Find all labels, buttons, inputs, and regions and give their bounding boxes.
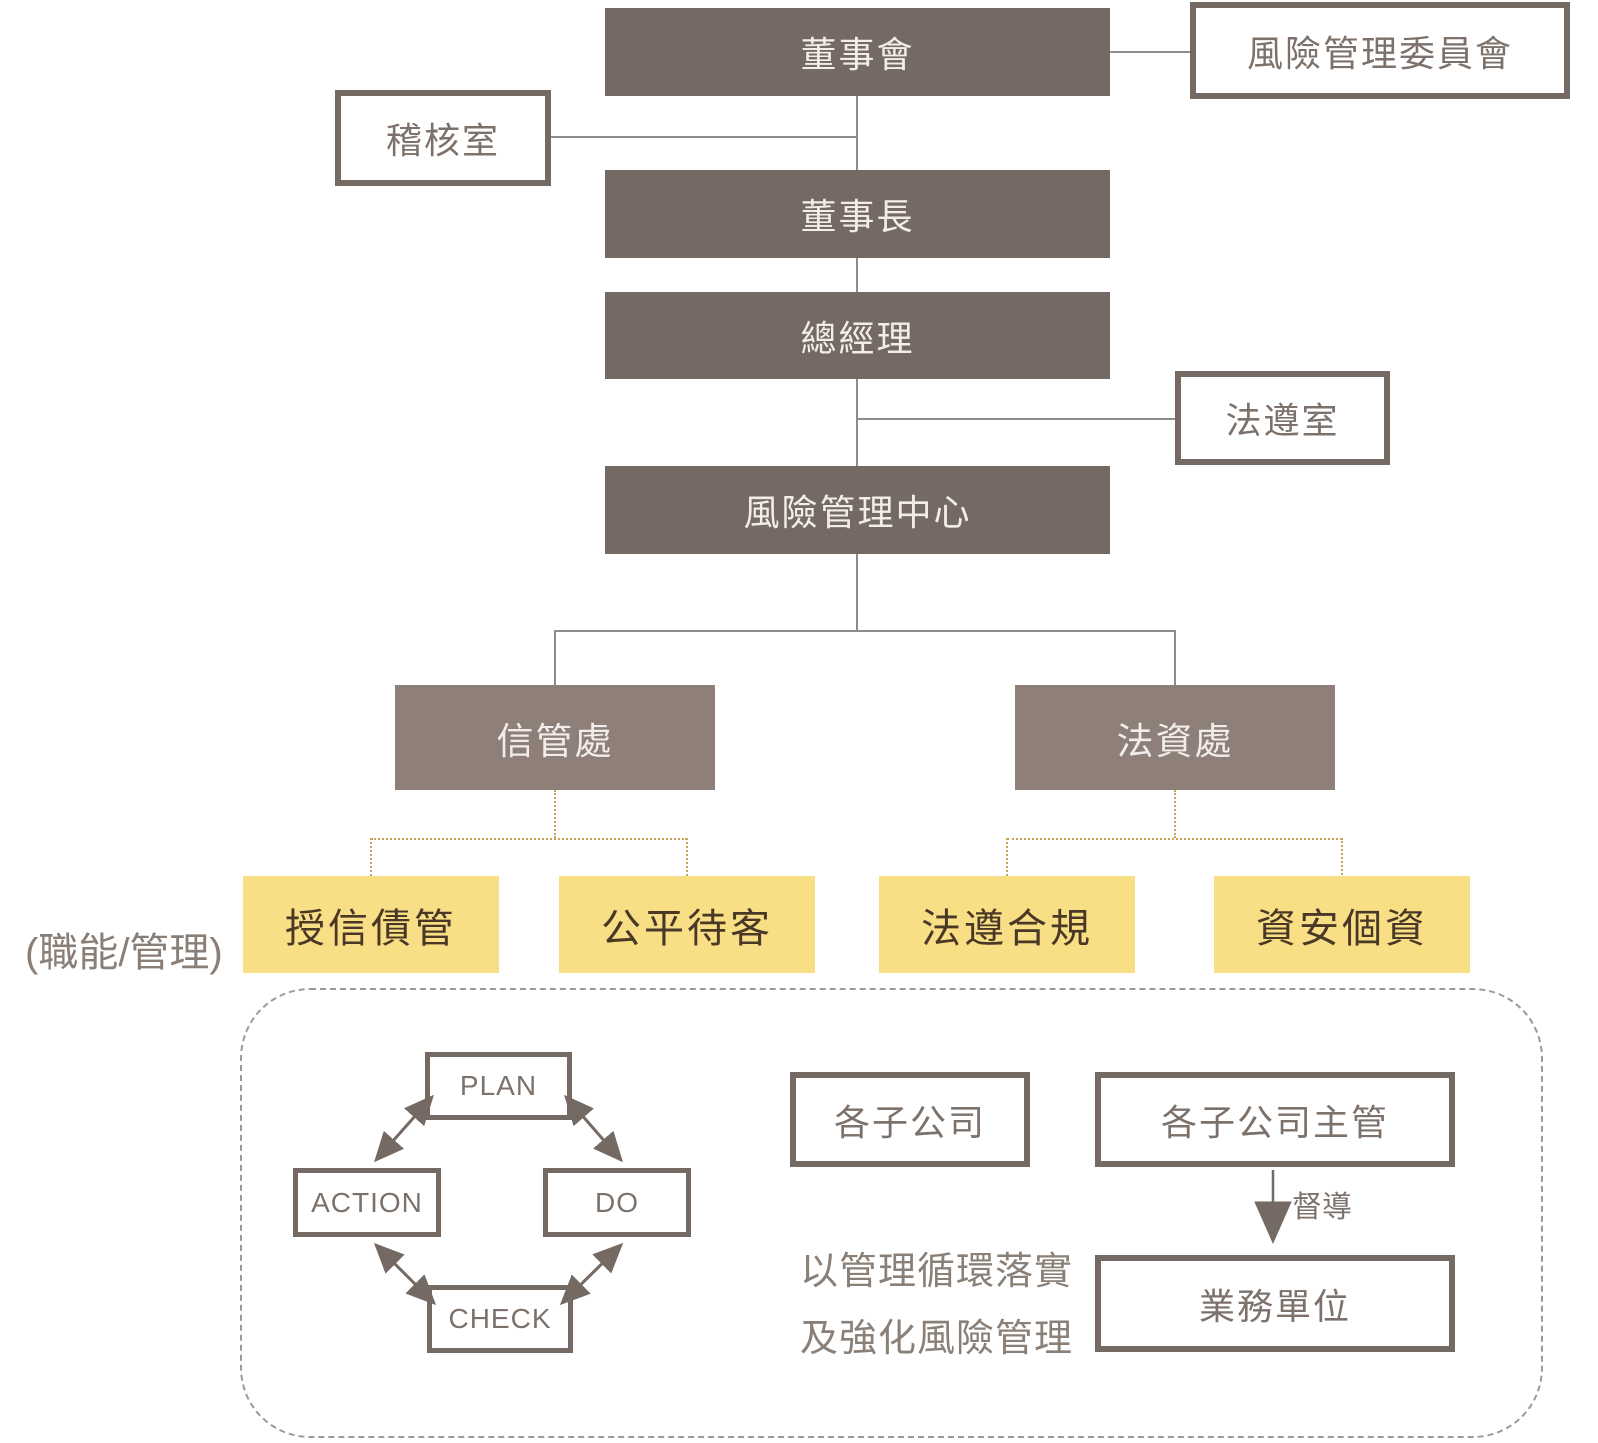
connector-split-legal: [1174, 630, 1176, 685]
supervise-label: 督導: [1292, 1191, 1352, 1224]
compliance-office-box: 法遵室: [1175, 371, 1390, 465]
pdca-action-label: ACTION: [311, 1186, 423, 1218]
credit-dept-box: 信管處: [395, 685, 715, 790]
function-label-fair-treatment: 公平待客: [601, 906, 773, 951]
function-box-credit-debt: 授信債管: [243, 876, 499, 973]
subsidiary-managers-label: 各子公司主管: [1160, 1101, 1389, 1143]
function-label-compliance: 法遵合規: [921, 906, 1093, 951]
president-box: 總經理: [605, 292, 1110, 379]
function-box-infosec-privacy: 資安個資: [1214, 876, 1470, 973]
connector-split-horizontal: [554, 630, 1176, 632]
risk-committee-box: 風險管理委員會: [1190, 2, 1570, 99]
function-label-infosec-privacy: 資安個資: [1256, 906, 1428, 951]
subsidiary-managers-box: 各子公司主管: [1095, 1072, 1455, 1167]
legal-info-dept-label: 法資處: [1116, 720, 1234, 762]
connector-board-chairman: [856, 96, 858, 170]
legal-info-dept-box: 法資處: [1015, 685, 1335, 790]
pdca-action-box: ACTION: [293, 1168, 441, 1237]
pdca-plan-box: PLAN: [425, 1052, 572, 1120]
cycle-caption-line2: 及強化風險管理: [800, 1318, 1074, 1360]
dotted-credit-horizontal: [371, 838, 687, 840]
pdca-plan-label: PLAN: [459, 1070, 538, 1101]
management-cycle-panel: [240, 988, 1543, 1438]
compliance-office-label: 法遵室: [1225, 400, 1340, 441]
function-label-credit-debt: 授信債管: [285, 906, 457, 951]
chairman-label: 董事長: [800, 196, 915, 237]
connector-split-credit: [554, 630, 556, 685]
pdca-do-box: DO: [543, 1168, 691, 1237]
pdca-do-label: DO: [595, 1186, 639, 1218]
function-box-fair-treatment: 公平待客: [559, 876, 815, 973]
connector-board-committee: [1110, 51, 1190, 53]
pdca-check-label: CHECK: [448, 1303, 552, 1334]
dotted-legal-stem: [1174, 790, 1176, 838]
cycle-caption-line1: 以管理循環落實: [800, 1251, 1074, 1293]
board-label: 董事會: [800, 34, 915, 75]
pdca-check-box: CHECK: [427, 1285, 573, 1353]
connector-president-riskcenter: [856, 379, 858, 466]
subsidiaries-box: 各子公司: [790, 1072, 1030, 1167]
dotted-credit-child2: [686, 838, 688, 876]
dotted-legal-child1: [1006, 838, 1008, 876]
business-units-box: 業務單位: [1095, 1255, 1455, 1352]
dotted-credit-stem: [554, 790, 556, 838]
function-box-compliance: 法遵合規: [879, 876, 1135, 973]
president-label: 總經理: [800, 317, 915, 359]
risk-center-label: 風險管理中心: [743, 492, 972, 533]
function-row-label: (職能/管理): [25, 931, 223, 975]
dotted-legal-child2: [1341, 838, 1343, 878]
dotted-legal-horizontal: [1007, 838, 1342, 840]
business-units-label: 業務單位: [1198, 1285, 1351, 1327]
chairman-box: 董事長: [605, 170, 1110, 258]
audit-office-box: 稽核室: [335, 90, 551, 186]
subsidiaries-label: 各子公司: [833, 1101, 986, 1143]
connector-audit-stem: [551, 136, 857, 138]
dotted-credit-child1: [370, 838, 372, 876]
connector-stem-compliance: [857, 418, 1175, 420]
connector-riskcenter-split: [856, 554, 858, 631]
risk-center-box: 風險管理中心: [605, 466, 1110, 554]
audit-office-label: 稽核室: [385, 120, 500, 161]
connector-chairman-president: [856, 258, 858, 292]
credit-dept-label: 信管處: [496, 720, 614, 762]
risk-committee-label: 風險管理委員會: [1246, 32, 1513, 74]
board-box: 董事會: [605, 8, 1110, 96]
